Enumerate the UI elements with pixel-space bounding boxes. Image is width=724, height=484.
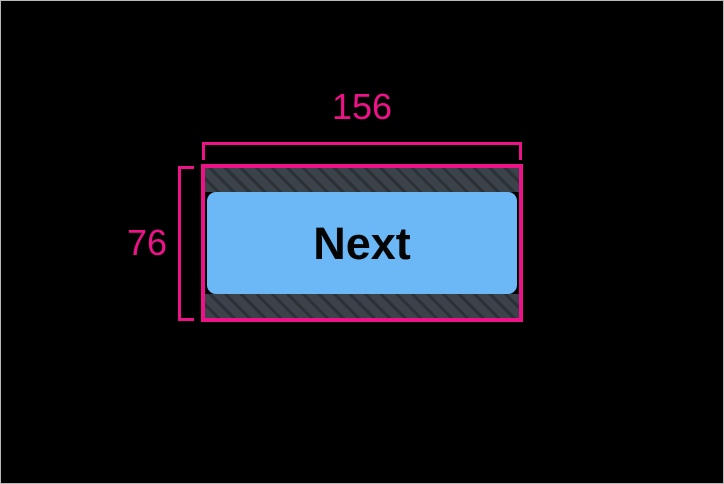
measured-element-outline: Next (201, 164, 523, 322)
next-button[interactable]: Next (207, 192, 517, 294)
width-dimension-label: 156 (331, 86, 393, 127)
height-dimension-label: 76 (126, 222, 167, 263)
padding-hatch-bottom (205, 294, 519, 318)
next-button-label: Next (313, 217, 411, 269)
padding-hatch-top (205, 168, 519, 192)
height-dimension-bracket (178, 166, 194, 321)
width-dimension-bracket (202, 142, 522, 160)
